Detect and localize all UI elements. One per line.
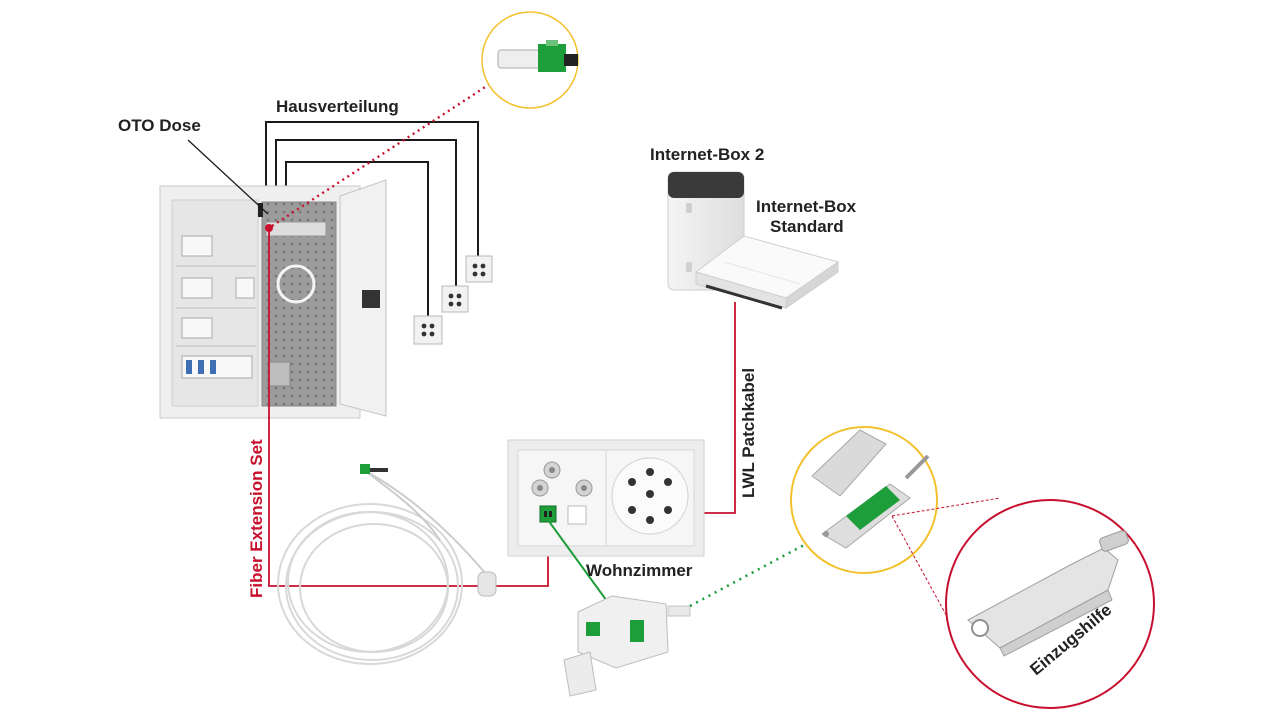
green-patch-cable: [547, 519, 613, 609]
label-internet-box-standard-2: Standard: [770, 217, 844, 236]
oto-connector-zoom: [481, 11, 579, 109]
label-wohnzimmer: Wohnzimmer: [586, 561, 693, 580]
einzugshilfe-zoom: [945, 499, 1155, 709]
wall-outlet: [413, 315, 443, 345]
breaker-panel: [176, 235, 256, 379]
label-internet-box-2: Internet-Box 2: [650, 145, 764, 164]
einzugshilfe-pointer: [891, 497, 1001, 623]
label-oto-dose: OTO Dose: [118, 116, 201, 135]
network-outlet-icon: [507, 439, 705, 557]
label-lwl-patchkabel: LWL Patchkabel: [739, 368, 758, 498]
router-icon: [694, 235, 840, 310]
label-fiber-extension-set: Fiber Extension Set: [247, 439, 266, 598]
label-hausverteilung: Hausverteilung: [276, 97, 399, 116]
oto-pointer-line: [187, 139, 269, 215]
coupler-detail-zoom: [790, 426, 938, 574]
fiber-connector-icon: [360, 464, 497, 597]
label-internet-box-standard-1: Internet-Box: [756, 197, 857, 216]
zoom-pointer-dotted: [271, 78, 497, 228]
distribution-cabinet: [159, 179, 387, 419]
oto-marker-dot: [265, 224, 273, 232]
fiber-connector-icon: [497, 40, 578, 72]
hausverteilung-wiring: [265, 121, 479, 318]
wall-outlet: [441, 285, 469, 313]
cable-coil-icon: [277, 469, 487, 665]
fiber-coupler-module: [563, 595, 691, 697]
wall-outlet: [465, 255, 493, 283]
